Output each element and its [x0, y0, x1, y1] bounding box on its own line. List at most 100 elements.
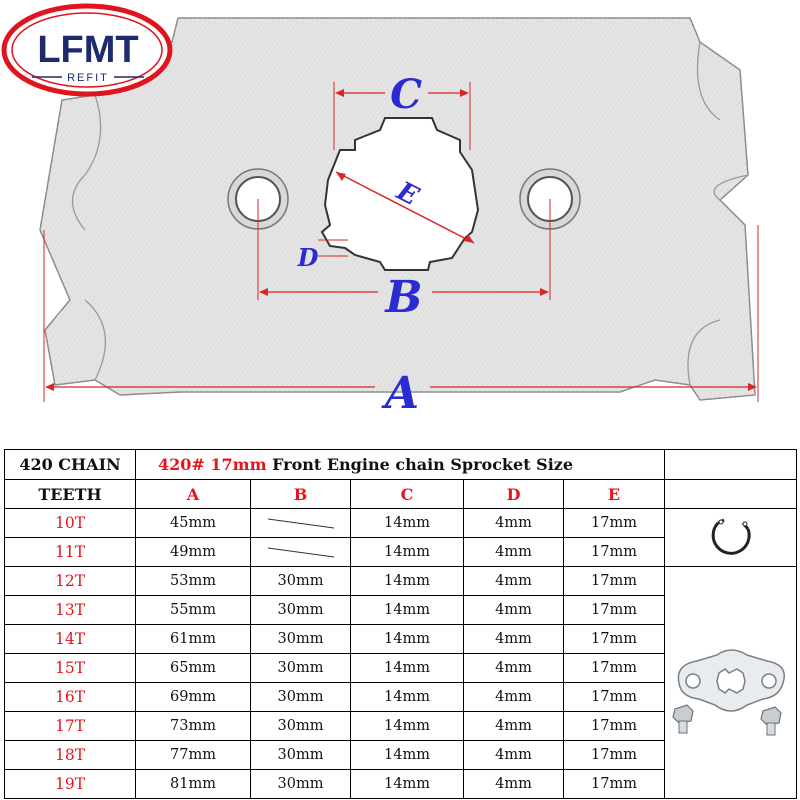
column-header-row: TEETH A B C D E	[4, 479, 798, 509]
e-cell: 17mm	[562, 682, 666, 712]
teeth-cell: 18T	[4, 740, 136, 770]
b-cell: 30mm	[250, 740, 351, 770]
c-cell: 14mm	[350, 740, 464, 770]
table-title: 420# 17mm Front Engine chain Sprocket Si…	[134, 449, 666, 480]
e-cell: 17mm	[562, 566, 666, 596]
c-cell: 14mm	[350, 595, 464, 625]
table-title-rest: Front Engine chain Sprocket Size	[266, 455, 574, 474]
sprocket-diagram: C E D B A LFMT REFIT	[1, 3, 759, 419]
a-cell: 81mm	[135, 769, 251, 799]
lock-plate-icon	[671, 648, 785, 735]
table-title-row: 420 CHAIN 420# 17mm Front Engine chain S…	[4, 449, 798, 480]
lfmt-logo: LFMT REFIT	[1, 3, 173, 97]
lock-plate-cell	[664, 566, 798, 799]
table-row: 18T 77mm 30mm 14mm 4mm 17mm	[4, 740, 797, 770]
teeth-cell: 15T	[4, 653, 136, 683]
b-cell: 30mm	[250, 595, 351, 625]
b-cell: 30mm	[250, 711, 351, 741]
c-cell: 14mm	[350, 653, 464, 683]
b-cell-na	[250, 508, 351, 538]
e-cell: 17mm	[562, 653, 666, 683]
chain-label: 420 CHAIN	[4, 449, 136, 480]
table-row: 13T 55mm 30mm 14mm 4mm 17mm	[4, 595, 797, 625]
c-cell: 14mm	[350, 537, 464, 567]
a-cell: 55mm	[135, 595, 251, 625]
teeth-cell: 16T	[4, 682, 136, 712]
teeth-cell: 12T	[4, 566, 136, 596]
d-cell: 4mm	[463, 624, 564, 654]
a-cell: 49mm	[135, 537, 251, 567]
d-cell: 4mm	[463, 682, 564, 712]
d-cell: 4mm	[463, 711, 564, 741]
not-applicable-dash	[267, 547, 334, 558]
c-cell: 14mm	[350, 711, 464, 741]
table-row: 19T 81mm 30mm 14mm 4mm 17mm	[4, 769, 797, 799]
not-applicable-dash	[267, 518, 334, 529]
table-title-red: 420# 17mm	[158, 455, 267, 474]
d-cell: 4mm	[463, 566, 564, 596]
table-row: 12T 53mm 30mm 14mm 4mm 17mm	[4, 566, 798, 799]
e-cell: 17mm	[562, 595, 666, 625]
splined-bore	[320, 117, 480, 271]
e-cell: 17mm	[562, 769, 666, 799]
c-cell: 14mm	[350, 508, 464, 538]
col-header-b: B	[250, 479, 351, 509]
logo-subtext: REFIT	[67, 72, 109, 84]
col-header-c: C	[350, 479, 464, 509]
col-header-d: D	[463, 479, 564, 509]
col-header-teeth: TEETH	[4, 479, 136, 509]
teeth-cell: 11T	[4, 537, 136, 567]
e-cell: 17mm	[562, 508, 666, 538]
col-header-a: A	[135, 479, 251, 509]
table-row: 15T 65mm 30mm 14mm 4mm 17mm	[4, 653, 797, 683]
table-row: 17T 73mm 30mm 14mm 4mm 17mm	[4, 711, 797, 741]
col-header-e: E	[562, 479, 666, 509]
c-cell: 14mm	[350, 566, 464, 596]
teeth-cell: 13T	[4, 595, 136, 625]
sprocket-size-table: 420 CHAIN 420# 17mm Front Engine chain S…	[4, 449, 798, 799]
parts-header-cell-2	[664, 479, 798, 509]
b-cell: 30mm	[250, 653, 351, 683]
teeth-cell: 19T	[4, 769, 136, 799]
c-cell: 14mm	[350, 682, 464, 712]
c-cell: 14mm	[350, 769, 464, 799]
a-cell: 69mm	[135, 682, 251, 712]
d-cell: 4mm	[463, 595, 564, 625]
d-cell: 4mm	[463, 508, 564, 538]
e-cell: 17mm	[562, 740, 666, 770]
circlip-icon	[711, 518, 751, 555]
d-cell: 4mm	[463, 537, 564, 567]
label-A: A	[381, 368, 419, 419]
c-cell: 14mm	[350, 624, 464, 654]
circlip-cell	[664, 508, 798, 567]
teeth-cell: 10T	[4, 508, 136, 538]
table-row: 14T 61mm 30mm 14mm 4mm 17mm	[4, 624, 797, 654]
e-cell: 17mm	[562, 537, 666, 567]
teeth-cell: 17T	[4, 711, 136, 741]
logo-text: LFMT	[37, 29, 138, 71]
e-cell: 17mm	[562, 624, 666, 654]
dimension-lines	[43, 82, 759, 402]
d-cell: 4mm	[463, 740, 564, 770]
a-cell: 61mm	[135, 624, 251, 654]
a-cell: 77mm	[135, 740, 251, 770]
b-cell: 30mm	[250, 566, 351, 596]
bolt-icon	[759, 705, 782, 735]
table-row: 10T 45mm 14mm 4mm 17mm	[4, 508, 798, 567]
a-cell: 53mm	[135, 566, 251, 596]
b-cell: 30mm	[250, 624, 351, 654]
a-cell: 65mm	[135, 653, 251, 683]
d-cell: 4mm	[463, 653, 564, 683]
a-cell: 45mm	[135, 508, 251, 538]
bolt-icon	[671, 703, 694, 733]
label-B: B	[383, 272, 422, 323]
parts-header-cell	[664, 449, 798, 480]
b-cell: 30mm	[250, 769, 351, 799]
label-C: C	[390, 71, 422, 118]
a-cell: 73mm	[135, 711, 251, 741]
label-D: D	[297, 243, 319, 272]
b-cell: 30mm	[250, 682, 351, 712]
d-cell: 4mm	[463, 769, 564, 799]
b-cell-na	[250, 537, 351, 567]
e-cell: 17mm	[562, 711, 666, 741]
